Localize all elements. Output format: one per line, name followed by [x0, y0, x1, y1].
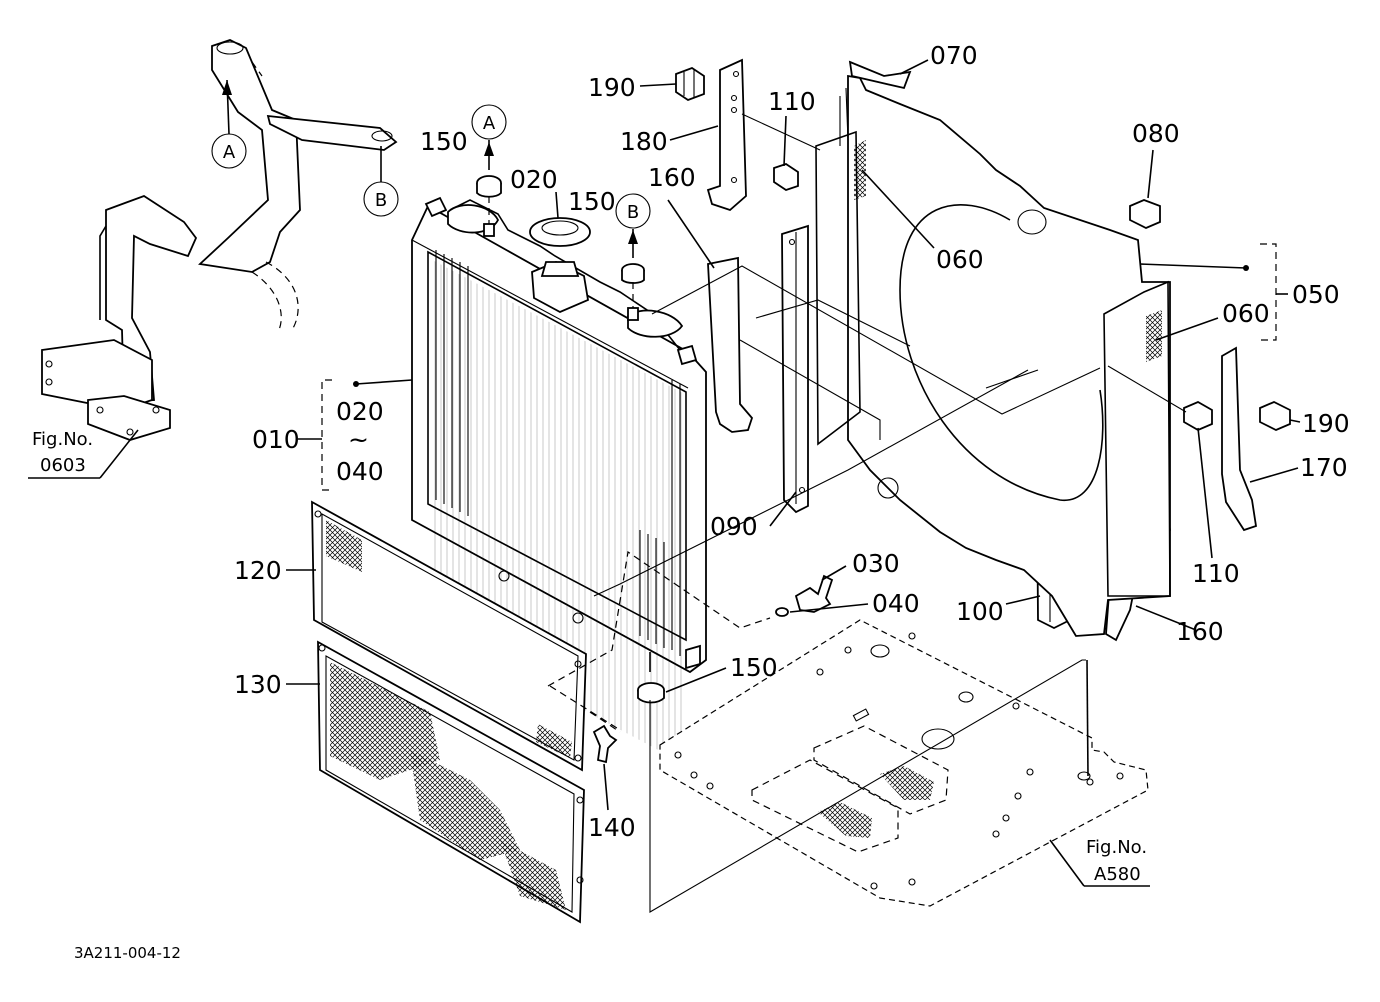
callout-labels: 070 190 110 180 080 150 020 150 160 060 … [234, 41, 1350, 842]
marker-b-top: B [615, 193, 651, 258]
callout-070: 070 [930, 41, 978, 70]
callout-150-bottom: 150 [730, 653, 778, 682]
callout-060-right: 060 [1222, 299, 1270, 328]
bolt-110-right [1183, 400, 1213, 432]
callout-030: 030 [852, 549, 900, 578]
fig-ref-0603: Fig.No. 0603 [28, 429, 139, 479]
callout-180: 180 [620, 127, 668, 156]
leader-lines [286, 59, 1301, 913]
marker-a-left: A [211, 79, 247, 169]
callout-120: 120 [234, 556, 282, 585]
fan-shroud [815, 60, 1171, 637]
bolt-080 [1129, 199, 1161, 229]
callout-060-upper: 060 [936, 245, 984, 274]
drawing-code: 3A211-004-12 [74, 944, 181, 962]
grommet-top [476, 175, 502, 237]
grommet-mid [621, 263, 645, 321]
callout-040: 040 [872, 589, 920, 618]
bracket-180 [706, 58, 747, 212]
marker-a-top: A [471, 104, 507, 170]
bracket-090 [781, 224, 809, 514]
callout-170: 170 [1300, 453, 1348, 482]
marker-b-top-label: B [627, 202, 639, 223]
callout-150-mid: 150 [568, 187, 616, 216]
fig-ref-right-line1: Fig.No. [1086, 837, 1147, 858]
wing-bolt [589, 711, 621, 764]
callout-100: 100 [956, 597, 1004, 626]
callout-140: 140 [588, 813, 636, 842]
callout-090: 090 [710, 512, 758, 541]
frame-bracket [41, 39, 398, 441]
grommet-bottom [637, 682, 665, 704]
callout-150-left: 150 [420, 127, 468, 156]
radiator-cap [529, 191, 591, 277]
callout-040-range: 040 [336, 457, 384, 486]
callout-020-top: 020 [510, 165, 558, 194]
fig-ref-a580: Fig.No. A580 [1049, 837, 1150, 887]
callout-160-bottom: 160 [1176, 617, 1224, 646]
marker-b-left-label: B [375, 190, 387, 211]
fig-ref-left-line1: Fig.No. [32, 429, 93, 450]
marker-a-top-label: A [483, 113, 496, 134]
callout-130: 130 [234, 670, 282, 699]
marker-a-left-label: A [223, 142, 236, 163]
callout-110-top: 110 [768, 87, 816, 116]
callout-080: 080 [1132, 119, 1180, 148]
fig-ref-right-line2: A580 [1094, 864, 1141, 885]
callout-190-top: 190 [588, 73, 636, 102]
callout-110-right: 110 [1192, 559, 1240, 588]
marker-b-left: B [363, 146, 399, 217]
bolt-110-top [773, 163, 799, 191]
callout-160-top: 160 [648, 163, 696, 192]
screen-130 [317, 640, 585, 924]
drain-cock [775, 574, 834, 617]
screen-120 [311, 500, 587, 772]
callout-190-right: 190 [1302, 409, 1350, 438]
callout-020-range: 020 [336, 397, 384, 426]
bolt-190-top [675, 66, 705, 102]
callout-010: 010 [252, 425, 300, 454]
fig-ref-left-line2: 0603 [40, 455, 86, 476]
bracket-160-left [707, 256, 754, 433]
bolt-190-right [1259, 401, 1291, 431]
bracket-170 [1221, 346, 1258, 532]
callout-050: 050 [1292, 280, 1340, 309]
callout-range-sep: ~ [348, 425, 369, 454]
